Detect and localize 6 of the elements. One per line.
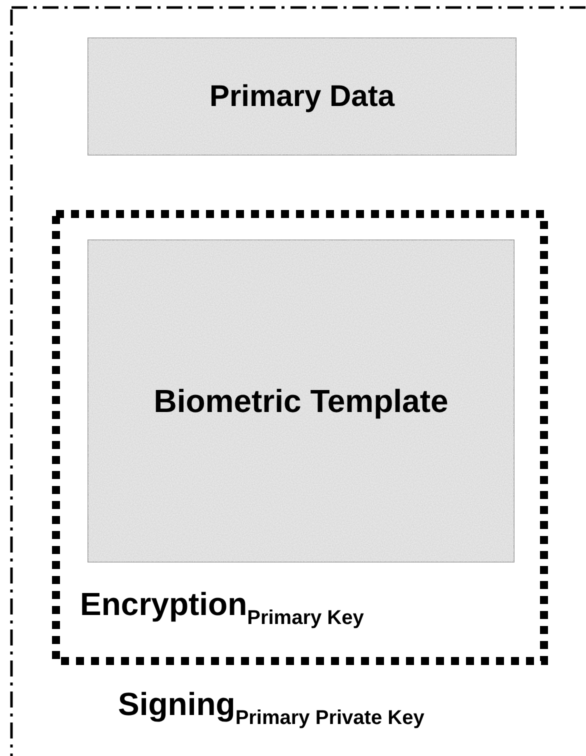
node-label: Encryption$_{Primary Key}$ <box>80 586 364 630</box>
signature-frame <box>10 6 586 756</box>
node-label: Biometric Template <box>152 382 450 421</box>
node-label: Signing$_{Primary Private Key}$ <box>118 686 424 730</box>
template-box <box>88 240 514 562</box>
encryption-frame <box>52 210 548 665</box>
